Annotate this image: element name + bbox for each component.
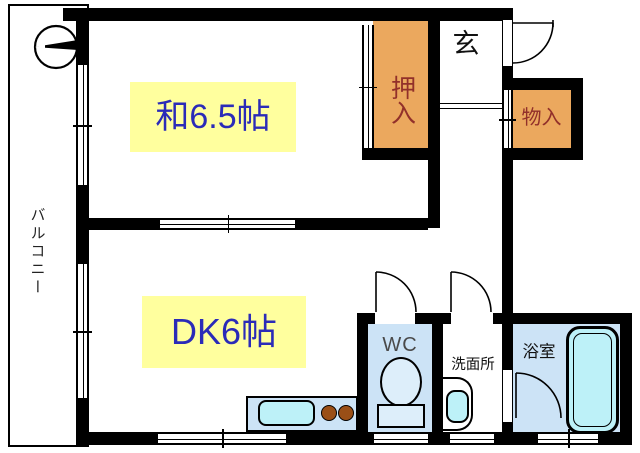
- room-label-wc: WC: [382, 334, 418, 356]
- genkan-step-line: [440, 108, 502, 109]
- wall: [502, 421, 513, 445]
- wall: [502, 148, 583, 160]
- wall: [502, 78, 583, 90]
- wall: [76, 8, 89, 65]
- room-label-washitsu: 和6.5帖: [130, 82, 296, 152]
- wall: [89, 218, 160, 230]
- wall: [357, 313, 368, 445]
- wall: [295, 218, 428, 230]
- room-label-dk: DK6帖: [142, 296, 306, 368]
- sliding-door: [359, 25, 377, 148]
- genkan-step-line: [440, 103, 502, 104]
- wall: [502, 313, 513, 371]
- wall: [620, 313, 632, 445]
- wall: [76, 432, 158, 445]
- wall: [432, 313, 443, 445]
- wall: [428, 21, 440, 228]
- wall: [63, 8, 513, 21]
- closet-monoire-area: [512, 90, 571, 148]
- window: [450, 432, 494, 445]
- kitchen-sink-icon: [258, 400, 315, 426]
- wall: [286, 432, 374, 445]
- toilet-icon: [380, 357, 422, 407]
- window: [538, 429, 598, 448]
- room-label-genkan: 玄: [452, 28, 480, 59]
- window: [73, 65, 92, 185]
- toilet-tank: [377, 404, 425, 428]
- stove-burner-icon: [338, 405, 354, 421]
- wall: [571, 78, 583, 160]
- wall: [493, 313, 632, 324]
- sliding-door: [160, 215, 295, 233]
- room-label-bathroom: 浴室: [522, 342, 556, 361]
- entrance-door-opening: [502, 20, 513, 66]
- washroom-door-icon: [450, 271, 492, 313]
- wall: [502, 160, 513, 313]
- balcony-area: [8, 4, 89, 447]
- room-label-monoire: 物入: [521, 107, 562, 129]
- room-label-oshiire: 押入: [387, 75, 416, 125]
- bathtub-icon: [566, 326, 619, 434]
- entrance-door-icon: [512, 20, 554, 64]
- room-label-balcony: バルコニー: [28, 207, 46, 297]
- window: [374, 432, 428, 445]
- wc-door-icon: [375, 271, 417, 313]
- window: [73, 264, 92, 398]
- wall: [362, 148, 440, 160]
- sliding-door: [499, 90, 516, 148]
- stove-burner-icon: [321, 405, 337, 421]
- room-label-senmenjo: 洗面所: [451, 356, 495, 373]
- window: [158, 429, 286, 448]
- closet-oshiire-area: [373, 21, 429, 148]
- bathtub-inner-line: [573, 333, 612, 427]
- wash-basin-icon: [446, 390, 469, 423]
- wall: [76, 185, 89, 264]
- wall: [502, 65, 513, 80]
- bath-door-opening: [502, 370, 513, 422]
- wall: [494, 432, 538, 445]
